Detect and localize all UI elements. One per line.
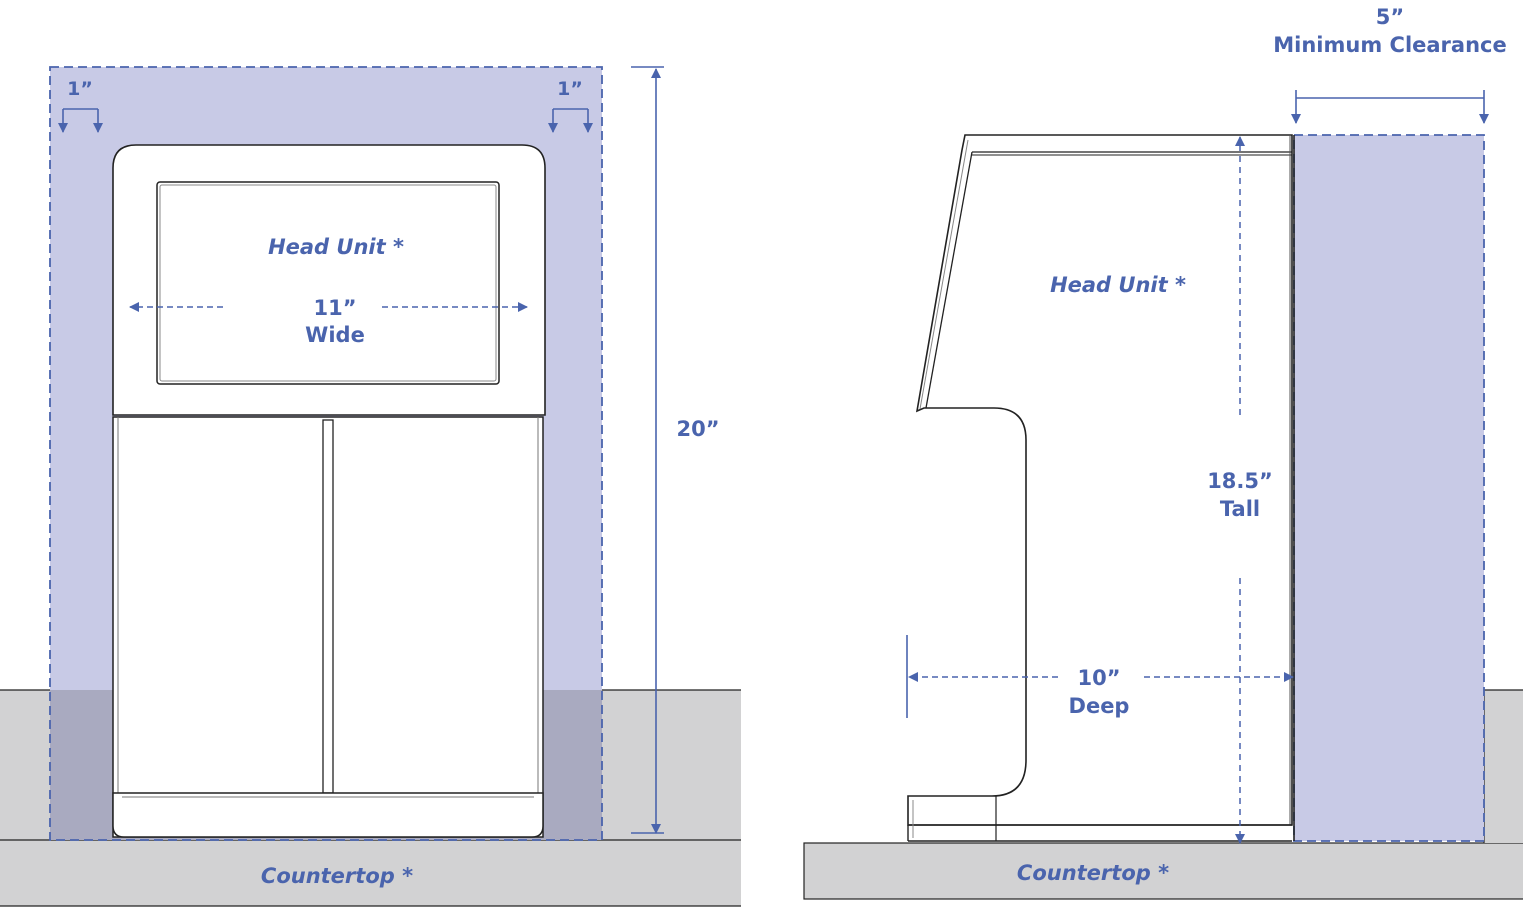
side-view: 5” Minimum Clearance Head Unit * 18.5” T… <box>803 5 1523 900</box>
side-depth-caption: Deep <box>1069 694 1130 718</box>
side-height-caption: Tall <box>1220 497 1260 521</box>
side-clearance-dimension <box>1291 90 1489 124</box>
left-margin-dimension <box>58 108 103 133</box>
right-margin-dimension <box>548 108 593 133</box>
side-countertop-label: Countertop * <box>1017 861 1169 885</box>
side-countertop <box>803 842 1523 900</box>
front-head-unit-label: Head Unit * <box>268 235 404 259</box>
front-countertop-label: Countertop * <box>261 864 413 888</box>
front-view: 1” 1” Head Unit * 11” Wide 20” Counterto… <box>0 66 741 907</box>
front-width-caption: Wide <box>305 323 365 347</box>
left-margin-label: 1” <box>67 78 93 100</box>
side-clearance-caption: Minimum Clearance <box>1273 33 1506 57</box>
side-unit-profile <box>907 134 1293 826</box>
side-clearance-zone <box>1294 135 1484 841</box>
front-height-dimension <box>631 66 664 834</box>
front-height-label: 20” <box>676 417 719 441</box>
front-screen <box>156 181 500 385</box>
front-divider <box>322 419 334 794</box>
side-height-value: 18.5” <box>1207 469 1273 493</box>
side-depth-value: 10” <box>1077 666 1120 690</box>
side-wall <box>1484 690 1523 843</box>
side-clearance-value: 5” <box>1376 5 1404 29</box>
front-base <box>112 792 544 838</box>
side-head-unit-label: Head Unit * <box>1050 273 1186 297</box>
right-margin-label: 1” <box>557 78 583 100</box>
front-width-value: 11” <box>313 296 356 320</box>
